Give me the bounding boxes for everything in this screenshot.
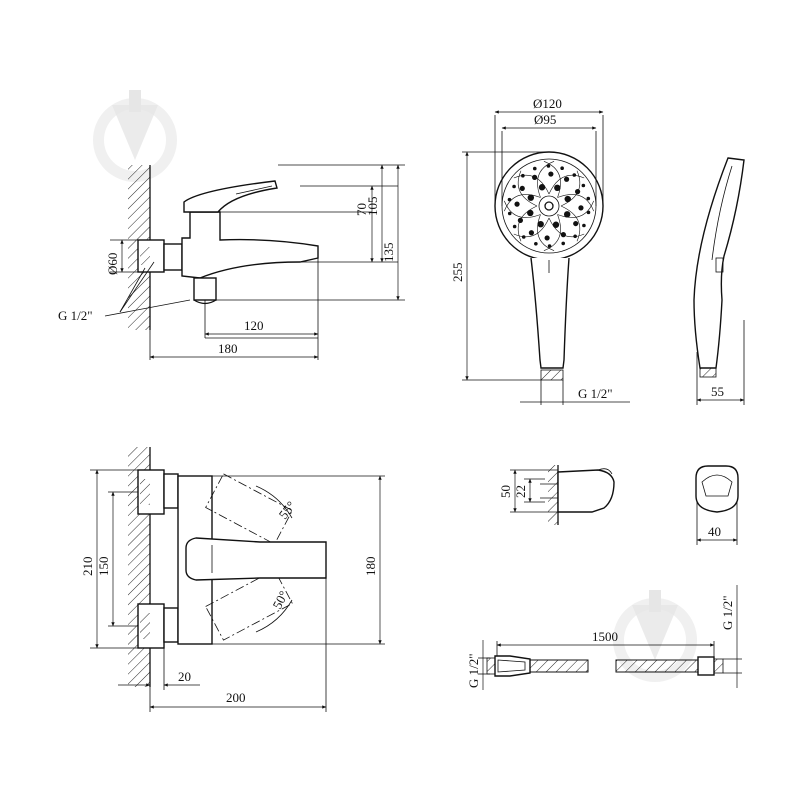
shower-head-front-view: Ø120 Ø95 255 G 1/2" [450, 96, 630, 405]
spray-nozzles [504, 161, 594, 251]
mixer-side-view: 120 180 70 105 135 Ø60 G 1/2" [58, 164, 405, 360]
lever-handle-top [185, 537, 327, 581]
angle-55: 55° [276, 498, 299, 522]
mixer-top-view: 55° 50° 210 150 180 20 200 [80, 447, 385, 712]
shower-head-disc [494, 151, 604, 261]
hose-segment-left [529, 659, 589, 673]
hose-segment-right [615, 659, 699, 673]
holder-body [557, 469, 615, 513]
dim-diameter-95: Ø95 [534, 112, 556, 127]
dim-200: 200 [226, 690, 246, 705]
thread-label-shower: G 1/2" [578, 386, 613, 401]
wall-holder-front: 40 [695, 465, 739, 545]
mixer-body [181, 211, 319, 279]
dim-50: 50 [498, 485, 513, 498]
dim-150: 150 [96, 557, 111, 577]
shower-head-side-view: 55 [693, 157, 745, 405]
dim-40: 40 [708, 524, 721, 539]
thread-label-side: G 1/2" [58, 308, 93, 323]
dim-diameter-60: Ø60 [105, 253, 120, 275]
lever-handle [183, 180, 278, 213]
dim-105: 105 [365, 197, 380, 217]
dim-1500: 1500 [592, 629, 618, 644]
dim-diameter-120: Ø120 [533, 96, 562, 111]
dim-255: 255 [450, 263, 465, 283]
thread-label-hose-right: G 1/2" [720, 595, 735, 630]
watermark-logo-bottom [613, 590, 697, 682]
wall-holder-side: 50 22 [498, 465, 615, 525]
aerator-outlet [193, 277, 217, 301]
dim-120: 120 [244, 318, 264, 333]
dim-180: 180 [218, 341, 238, 356]
dim-210: 210 [80, 557, 95, 577]
shower-side-profile [693, 157, 745, 369]
dim-20: 20 [178, 669, 191, 684]
dim-180-top: 180 [363, 557, 378, 577]
dim-135: 135 [381, 243, 396, 263]
angle-50: 50° [269, 588, 291, 611]
shower-handle [530, 257, 570, 369]
thread-label-hose-left: G 1/2" [466, 653, 481, 688]
dim-55: 55 [711, 384, 724, 399]
dim-22: 22 [513, 485, 528, 498]
watermark-logo-top [93, 90, 177, 182]
shower-hose: 1500 G 1/2" G 1/2" [466, 585, 742, 690]
dim-70: 70 [354, 203, 369, 216]
